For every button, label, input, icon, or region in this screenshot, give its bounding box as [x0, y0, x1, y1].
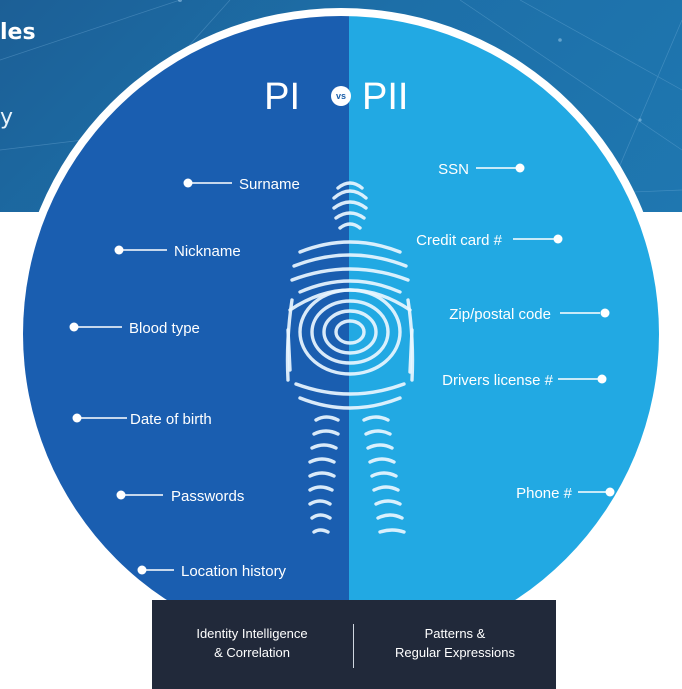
pii-item: Drivers license # [442, 372, 607, 389]
identity-intelligence-label: Identity Intelligence & Correlation [152, 624, 352, 662]
pi-label: Nickname [174, 243, 241, 260]
pi-label: Blood type [129, 320, 200, 337]
method-footer: Identity Intelligence & Correlation Patt… [152, 600, 556, 689]
footer-left-line1: Identity Intelligence [196, 626, 308, 641]
footer-left-line2: & Correlation [214, 645, 290, 660]
pi-item: Passwords [116, 488, 244, 505]
pii-item: SSN [438, 161, 525, 178]
pii-label: Credit card # [416, 232, 503, 249]
pi-item: Date of birth [72, 411, 212, 428]
pi-label: Location history [181, 563, 287, 580]
pii-dot [553, 234, 563, 244]
pii-dot [600, 308, 610, 318]
pi-item: Blood type [69, 320, 200, 337]
pii-item: Zip/postal code [449, 306, 610, 323]
footer-divider [353, 624, 354, 668]
footer-right-line2: Regular Expressions [395, 645, 515, 660]
banner-subtitle-fragment: y [0, 105, 14, 130]
pi-label: Passwords [171, 488, 244, 505]
pi-dot [183, 178, 193, 188]
pi-label: Date of birth [130, 411, 212, 428]
patterns-label: Patterns & Regular Expressions [355, 624, 555, 662]
vs-badge [331, 86, 351, 106]
pi-dot [116, 490, 126, 500]
pi-item: Nickname [114, 243, 241, 260]
pii-label: Drivers license # [442, 372, 554, 389]
pi-dot [114, 245, 124, 255]
pii-heading: PII [362, 76, 408, 118]
pi-item: Surname [183, 176, 300, 193]
pii-label: Phone # [516, 485, 573, 502]
pi-label: Surname [239, 176, 300, 193]
pi-dot [137, 565, 147, 575]
banner-title-fragment: les [0, 20, 36, 45]
fingerprint-person-icon [285, 181, 415, 534]
pii-item: Credit card # [416, 232, 563, 249]
pii-label: Zip/postal code [449, 306, 551, 323]
pi-heading: PI [264, 76, 300, 118]
footer-right-line1: Patterns & [424, 626, 486, 641]
pii-dot [605, 487, 615, 497]
pii-item: Phone # [516, 485, 615, 502]
pi-item: Location history [137, 563, 287, 580]
pi-dot [72, 413, 82, 423]
pii-dot [597, 374, 607, 384]
vs-label: vs [336, 91, 346, 101]
pi-dot [69, 322, 79, 332]
pii-dot [515, 163, 525, 173]
pii-label: SSN [438, 161, 469, 178]
